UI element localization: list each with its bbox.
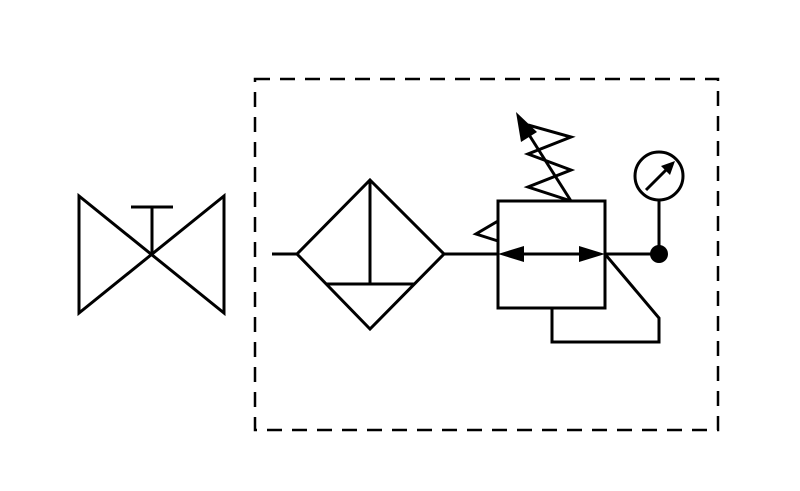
- assembly-boundary: [253, 77, 720, 432]
- gauge-needle: [644, 165, 671, 192]
- gauge-dial: [633, 150, 685, 202]
- adjust-arrow-shaft: [524, 129, 573, 202]
- regulator-symbol: [472, 112, 661, 344]
- regulator-spring: [523, 123, 576, 203]
- regulator-notch: [472, 219, 499, 243]
- gauge-needle-head: [661, 161, 675, 175]
- pilot-line: [550, 253, 661, 344]
- filter-symbol: [294, 177, 447, 332]
- adjust-arrow-head: [516, 112, 537, 142]
- shutoff-valve-symbol: [77, 192, 226, 317]
- flow-arrow-right-head: [579, 246, 605, 262]
- pressure-gauge-symbol: [633, 150, 685, 254]
- filter-body: [294, 177, 447, 332]
- valve-body: [77, 192, 226, 317]
- flow-arrow-left-head: [498, 246, 524, 262]
